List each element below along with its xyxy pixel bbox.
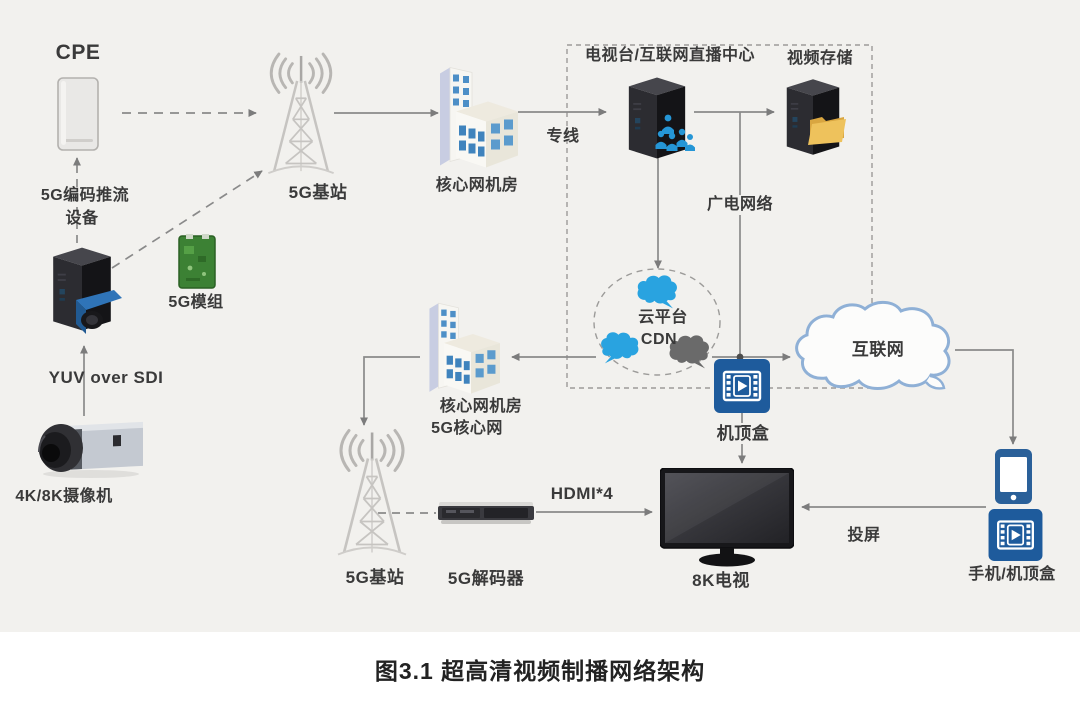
edge-core5g-to-bts — [360, 356, 420, 426]
screen-cast-label: 投屏 — [847, 527, 881, 544]
cdn-cloud-left-icon — [598, 330, 642, 365]
cdn-cloud-top-icon — [634, 273, 680, 310]
video-storage-server-icon — [786, 79, 846, 155]
hdmi-label: HDMI*4 — [550, 484, 614, 503]
cdn-label-line1: 云平台 — [638, 309, 688, 326]
module-5g-icon — [178, 234, 216, 289]
core-room-top-building-icon — [426, 58, 526, 176]
phone-icon — [995, 449, 1032, 504]
stb-label: 机顶盒 — [713, 423, 773, 445]
edge-encoder-to-bts — [111, 170, 263, 269]
internet-label: 互联网 — [851, 340, 905, 359]
decoder-label: 5G解码器 — [447, 569, 525, 588]
stb-icon — [714, 359, 770, 413]
encoder-label-line1: 5G编码推流 — [40, 187, 130, 204]
encoder-label-line2: 设备 — [65, 210, 99, 227]
core-room-5g-label-line2: 5G核心网 — [431, 420, 503, 437]
module-5g-label: 5G模组 — [168, 294, 224, 311]
edge-internet-to-phone — [955, 349, 1017, 445]
decoder-icon — [438, 502, 534, 524]
core-room-5g-label-line1: 核心网机房 — [439, 398, 523, 415]
camera-label: 4K/8K摄像机 — [15, 488, 113, 505]
figure-caption: 图3.1 超高清视频制播网络架构 — [374, 658, 706, 684]
tv-label: 8K电视 — [692, 571, 750, 590]
bts-bottom-tower-icon — [322, 424, 422, 564]
live-center-server-icon — [628, 77, 695, 159]
broadcast-network-label: 广电网络 — [703, 195, 777, 215]
yuv-over-sdi-label: YUV over SDI — [48, 368, 164, 387]
cpe-device-icon — [57, 77, 99, 151]
bts-top-tower-icon — [253, 50, 349, 180]
dedicated-line-label: 专线 — [546, 128, 580, 145]
encoder-server-icon — [53, 247, 122, 334]
junction-dot — [736, 353, 744, 361]
cdn-dashed-ellipse — [593, 268, 721, 376]
cpe-label: CPE — [55, 41, 101, 64]
tv-icon — [660, 468, 794, 567]
bts-bottom-label: 5G基站 — [345, 568, 405, 587]
phone-stb-icon — [988, 509, 1043, 561]
live-center-group-label: 电视台/互联网直播中心 — [585, 47, 755, 64]
phone-stb-label: 手机/机顶盒 — [968, 566, 1056, 583]
camera-icon — [38, 421, 143, 478]
internet-cloud-icon — [795, 301, 951, 390]
video-storage-label: 视频存储 — [786, 50, 854, 67]
core-room-5g-building-icon — [416, 296, 508, 400]
core-room-top-label: 核心网机房 — [435, 177, 519, 194]
cdn-label-line2: CDN — [640, 331, 678, 348]
bts-top-label: 5G基站 — [288, 183, 348, 202]
